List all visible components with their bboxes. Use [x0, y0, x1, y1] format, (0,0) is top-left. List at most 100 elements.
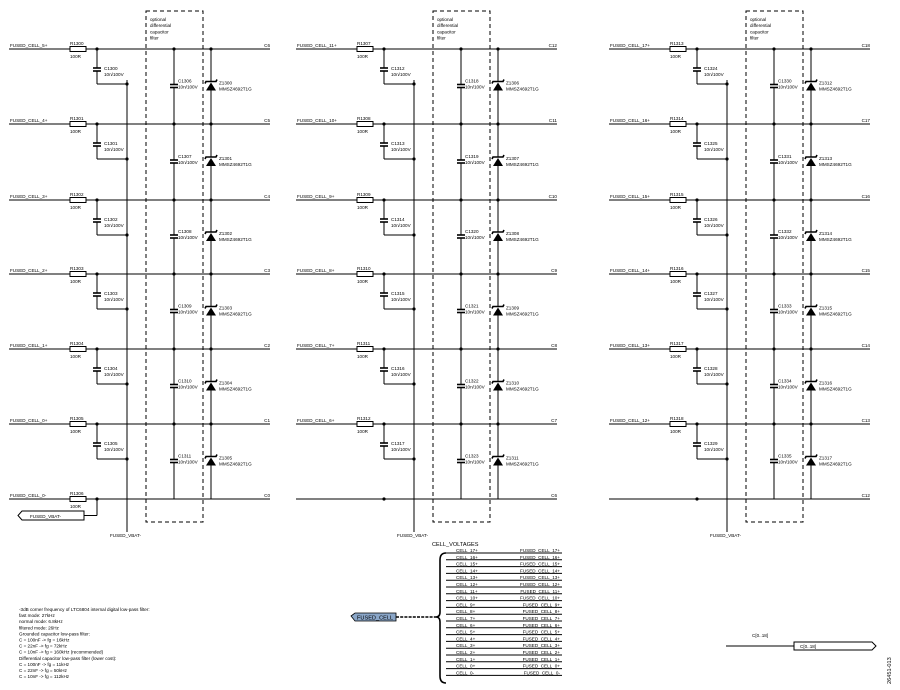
cell-voltage-left-label: CELL_4+ — [456, 636, 476, 641]
diff-cap-value: 10n/100V — [778, 385, 799, 390]
zener-diode-symbol — [493, 307, 503, 316]
cell-voltage-row: CELL_12+FUSED_CELL_12+ — [446, 582, 562, 588]
capacitor-ref: C1305 — [104, 441, 118, 446]
cell-net-label: FUSED_CELL_6+ — [297, 418, 335, 423]
resistor-ref: R1312 — [357, 416, 371, 421]
optional-filter-label: filter — [437, 36, 446, 41]
cell-voltage-right-label: FUSED_CELL_2+ — [523, 650, 561, 655]
resistor-ref: R1304 — [70, 341, 84, 346]
cell-voltages-block: CELL_VOLTAGES CELL_17+FUSED_CELL_17+CELL… — [350, 542, 562, 684]
zener-diode-symbol — [206, 307, 216, 316]
capacitor-value: 10n/100V — [104, 447, 125, 452]
optional-filter-label: capacitor — [150, 29, 169, 34]
filter-section-2: optionaldifferentialcapacitorfilterFUSED… — [296, 10, 558, 538]
resistor-value: 100R — [357, 205, 369, 210]
zener-part: MMSZ4692T1G — [219, 87, 252, 92]
zener-ref: Z1311 — [506, 456, 519, 461]
junction-dot — [125, 157, 129, 161]
zener-ref: Z1304 — [219, 381, 232, 386]
cell-voltage-row: CELL_15+FUSED_CELL_15+ — [446, 562, 562, 568]
cell-voltage-left-label: CELL_14+ — [456, 568, 478, 573]
zener-part: MMSZ4692T1G — [219, 387, 252, 392]
capacitor-value: 10n/100V — [391, 223, 412, 228]
diff-cap-ref: C1310 — [178, 379, 192, 384]
zener-part: MMSZ4692T1G — [819, 312, 852, 317]
zener-diode-symbol — [493, 233, 503, 241]
capacitor-ref: C1316 — [391, 366, 405, 371]
diff-cap-value: 10n/100V — [465, 385, 486, 390]
resistor-value: 100R — [670, 54, 682, 59]
vbat-net-label: FUSED_VBAT- — [397, 533, 429, 538]
resistor-value: 100R — [70, 54, 82, 59]
cell-voltage-row: CELL_11+FUSED_CELL_11+ — [446, 589, 562, 595]
zener-cathode-bar — [491, 229, 505, 235]
zener-ref: Z1303 — [219, 306, 232, 311]
resistor-value: 100R — [670, 279, 682, 284]
diff-cap-ref: C1331 — [778, 154, 792, 159]
capacitor-value: 10n/100V — [391, 447, 412, 452]
note-line: normal mode: 6.8kHz — [19, 619, 63, 624]
zener-diode-symbol — [206, 233, 216, 241]
cell-net-label: FUSED_CELL_0- — [10, 493, 47, 498]
zener-part: MMSZ4692T1G — [506, 312, 539, 317]
capacitor-value: 10n/100V — [104, 147, 125, 152]
cell-voltage-row: CELL_2+FUSED_CELL_2+ — [446, 650, 562, 656]
cell-net-label: FUSED_CELL_17+ — [610, 43, 650, 48]
cell-voltage-right-label: FUSED_CELL_8+ — [523, 609, 561, 614]
zener-cathode-bar — [204, 454, 218, 459]
cell-net-label: FUSED_CELL_7+ — [297, 343, 335, 348]
cell-row: FUSED_CELL_6+C7R1312100RC131710n/100VC13… — [296, 416, 557, 499]
zener-ref: Z1313 — [819, 156, 832, 161]
cell-row: FUSED_CELL_14+C15R1316100RC132710n/100VC… — [609, 266, 870, 349]
series-resistor — [669, 121, 687, 127]
cell-voltage-row: CELL_10+FUSED_CELL_10+ — [446, 596, 562, 602]
zener-cathode-bar — [804, 454, 818, 459]
zener-ref: Z1302 — [219, 231, 232, 236]
output-net-label: C10 — [549, 194, 558, 199]
zener-cathode-bar — [491, 304, 505, 309]
resistor-value: 100R — [70, 429, 82, 434]
junction-dot — [412, 457, 416, 461]
capacitor-ref: C1300 — [104, 66, 118, 71]
junction-dot — [412, 382, 416, 386]
cell-row: FUSED_CELL_13+C14R1317100RC132810n/100VC… — [609, 341, 870, 424]
cell-voltage-row: CELL_16+FUSED_CELL_16+ — [446, 555, 562, 561]
cell-voltage-left-label: CELL_6+ — [456, 623, 476, 628]
capacitor-ref: C1325 — [704, 141, 718, 146]
cell-voltage-row: CELL_13+FUSED_CELL_13+ — [446, 575, 562, 581]
series-resistor — [669, 346, 687, 352]
series-resistor — [69, 271, 87, 277]
capacitor-value: 10n/100V — [704, 223, 725, 228]
output-net-label: C9 — [551, 268, 557, 273]
resistor-ref: R1311 — [357, 341, 371, 346]
zener-diode-symbol — [806, 82, 816, 91]
diff-cap-ref: C1318 — [465, 79, 479, 84]
zener-diode-symbol — [206, 158, 216, 166]
resistor-ref: R1300 — [70, 41, 84, 46]
zener-ref: Z1312 — [819, 81, 832, 86]
resistor-value: 100R — [70, 504, 82, 509]
cell-net-label: FUSED_CELL_12+ — [610, 418, 650, 423]
diff-cap-value: 10n/100V — [465, 235, 486, 240]
note-line: fast mode: 27kHz — [19, 613, 55, 618]
cell-net-label: FUSED_CELL_10+ — [297, 118, 337, 123]
resistor-value: 100R — [357, 354, 369, 359]
cell-net-label: FUSED_CELL_8+ — [297, 268, 335, 273]
zener-part: MMSZ4692T1G — [219, 462, 252, 467]
optional-filter-label: filter — [750, 36, 759, 41]
capacitor-value: 10n/100V — [391, 297, 412, 302]
series-resistor — [356, 421, 374, 427]
capacitor-ref: C1314 — [391, 217, 405, 222]
cell-row: FUSED_CELL_2+C3R1303100RC130310n/100VC13… — [9, 266, 270, 349]
cell-voltage-right-label: FUSED_CELL_7+ — [523, 616, 561, 621]
zener-diode-symbol — [493, 457, 503, 466]
output-net-label: C1 — [264, 418, 270, 423]
optional-filter-label: differential — [750, 23, 771, 28]
zener-diode-symbol — [806, 307, 816, 316]
zener-diode-symbol — [806, 457, 816, 466]
cell-net-label: FUSED_CELL_13+ — [610, 343, 650, 348]
series-resistor — [356, 271, 374, 277]
resistor-ref: R1302 — [70, 192, 84, 197]
capacitor-value: 10n/100V — [104, 297, 125, 302]
zener-ref: Z1305 — [219, 456, 232, 461]
